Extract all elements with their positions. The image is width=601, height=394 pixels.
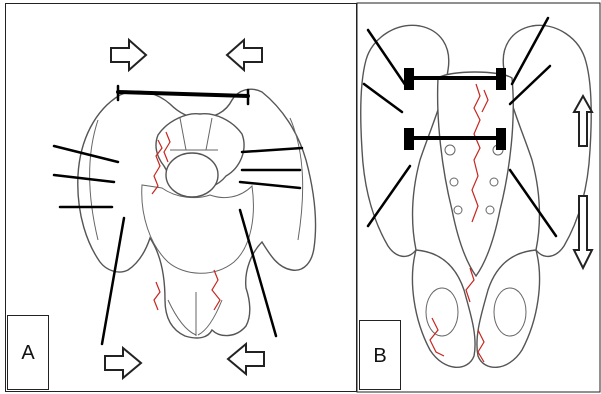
fracture-line	[154, 282, 160, 310]
arrow-right-icon	[111, 40, 146, 70]
panel-label-b: B	[359, 320, 401, 390]
bar-end	[496, 68, 506, 90]
left-pubic-ramus	[412, 250, 475, 367]
bar-end	[404, 128, 414, 150]
fracture-line	[466, 268, 474, 302]
pelvis-superior-view	[78, 89, 316, 338]
vertebral-body	[166, 153, 218, 197]
sacrum	[438, 72, 514, 276]
arrow-right-icon	[105, 348, 141, 378]
right-pubic-ramus	[477, 250, 540, 367]
arrow-left-icon	[227, 40, 262, 70]
panel-label-a: A	[7, 315, 49, 390]
bar-end	[496, 128, 506, 150]
arrow-left-icon	[228, 344, 264, 374]
